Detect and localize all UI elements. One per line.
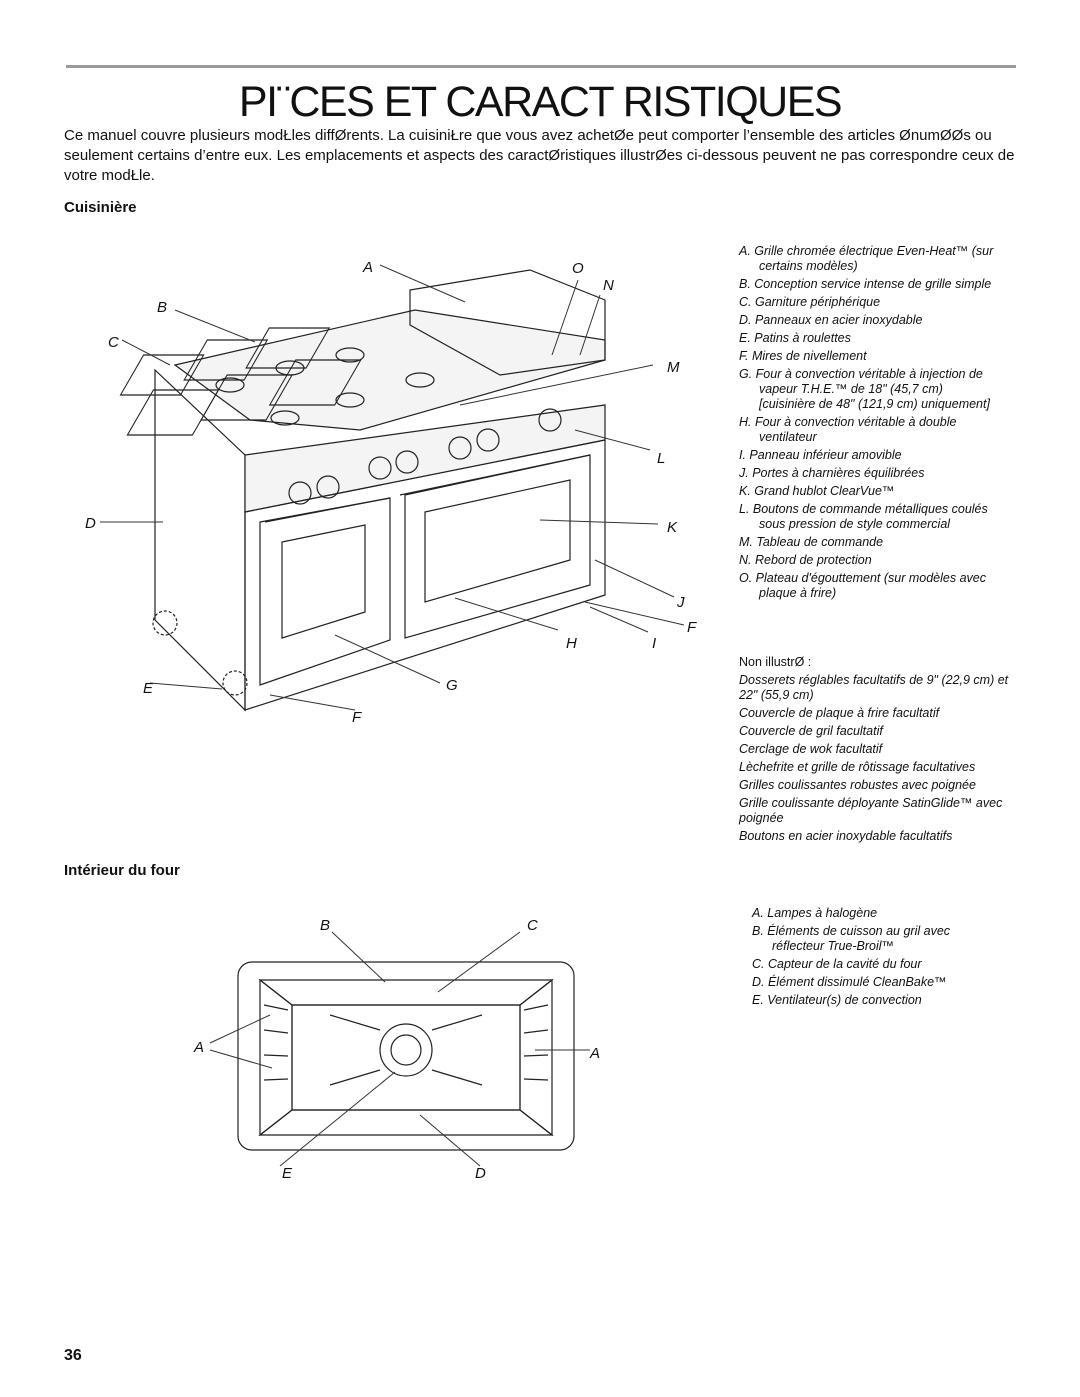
- legend-item: O. Plateau d'égouttement (sur modèles av…: [739, 571, 986, 600]
- page-title: PI¨CES ET CARACT RISTIQUES: [238, 78, 843, 126]
- legend-item: N. Rebord de protection: [739, 553, 872, 567]
- legend-item: G. Four à convection véritable à injecti…: [739, 367, 990, 411]
- legend-item: I. Panneau inférieur amovible: [739, 448, 902, 462]
- oven-callout-B: B: [320, 917, 330, 934]
- legend-item: C. Garniture périphérique: [739, 295, 881, 309]
- legend-item: A. Lampes à halogène: [752, 906, 878, 920]
- range-legend: A. Grille chromée électrique Even-Heat™ …: [739, 244, 999, 604]
- callout-K: K: [667, 519, 678, 536]
- not-shown-item: Boutons en acier inoxydable facultatifs: [739, 829, 953, 843]
- legend-item: C. Capteur de la cavité du four: [752, 957, 922, 971]
- legend-item: E. Ventilateur(s) de convection: [752, 993, 922, 1007]
- legend-item: K. Grand hublot ClearVue™: [739, 484, 895, 498]
- intro-paragraph: Ce manuel couvre plusieurs modŁles diffØ…: [64, 127, 1015, 184]
- oven-callout-D: D: [475, 1165, 486, 1182]
- callout-D: D: [85, 515, 96, 532]
- callout-M: M: [667, 359, 680, 376]
- not-shown-item: Grilles coulissantes robustes avec poign…: [739, 778, 976, 792]
- callout-B: B: [157, 299, 167, 316]
- not-shown-item: Couvercle de plaque à frire facultatif: [739, 706, 940, 720]
- oven-callout-E: E: [282, 1165, 293, 1182]
- legend-item: F. Mires de nivellement: [739, 349, 867, 363]
- legend-item: A. Grille chromée électrique Even-Heat™ …: [739, 244, 994, 273]
- not-shown-item: Couvercle de gril facultatif: [739, 724, 883, 738]
- oven-legend: A. Lampes à halogène B. Éléments de cuis…: [752, 906, 1002, 1011]
- callout-J: J: [676, 594, 685, 611]
- not-shown-list: Dosserets réglables facultatifs de 9" (2…: [739, 673, 1009, 847]
- legend-item: J. Portes à charnières équilibrées: [739, 466, 925, 480]
- not-shown-item: Cerclage de wok facultatif: [739, 742, 883, 756]
- callout-O: O: [572, 260, 584, 277]
- range-illustration: A O N B C M L D K J F H I E G F: [85, 259, 697, 726]
- callout-A: A: [362, 259, 373, 276]
- callout-L: L: [657, 450, 665, 467]
- legend-item: D. Élément dissimulé CleanBake™: [752, 975, 947, 989]
- callout-F-bottom: F: [352, 709, 362, 726]
- oven-callout-A-left: A: [193, 1039, 204, 1056]
- legend-item: L. Boutons de commande métalliques coulé…: [739, 502, 988, 531]
- section-heading-oven: Intérieur du four: [64, 862, 180, 879]
- legend-item: B. Éléments de cuisson au gril avec réfl…: [752, 924, 951, 953]
- not-shown-item: Lèchefrite et grille de rôtissage facult…: [739, 760, 976, 774]
- oven-callout-A-right: A: [589, 1045, 600, 1062]
- page-number: 36: [64, 1347, 82, 1364]
- legend-item: B. Conception service intense de grille …: [739, 277, 992, 291]
- callout-H: H: [566, 635, 577, 652]
- legend-item: M. Tableau de commande: [739, 535, 884, 549]
- top-rule: [66, 65, 1016, 68]
- callout-I: I: [652, 635, 656, 652]
- callout-N: N: [603, 277, 614, 294]
- not-shown-heading: Non illustrØ :: [739, 655, 812, 669]
- legend-item: E. Patins à roulettes: [739, 331, 851, 345]
- oven-callout-C: C: [527, 917, 538, 934]
- not-shown-item: Dosserets réglables facultatifs de 9" (2…: [739, 673, 1009, 702]
- not-shown-item: Grille coulissante déployante SatinGlide…: [739, 796, 1003, 825]
- legend-item: H. Four à convection véritable à double …: [739, 415, 957, 444]
- callout-G: G: [446, 677, 458, 694]
- section-heading-range: Cuisinière: [64, 199, 137, 216]
- legend-item: D. Panneaux en acier inoxydable: [739, 313, 923, 327]
- callout-F-right: F: [687, 619, 697, 636]
- callout-C: C: [108, 334, 119, 351]
- callout-E: E: [143, 680, 154, 697]
- oven-interior-illustration: B C A A E D: [193, 917, 600, 1182]
